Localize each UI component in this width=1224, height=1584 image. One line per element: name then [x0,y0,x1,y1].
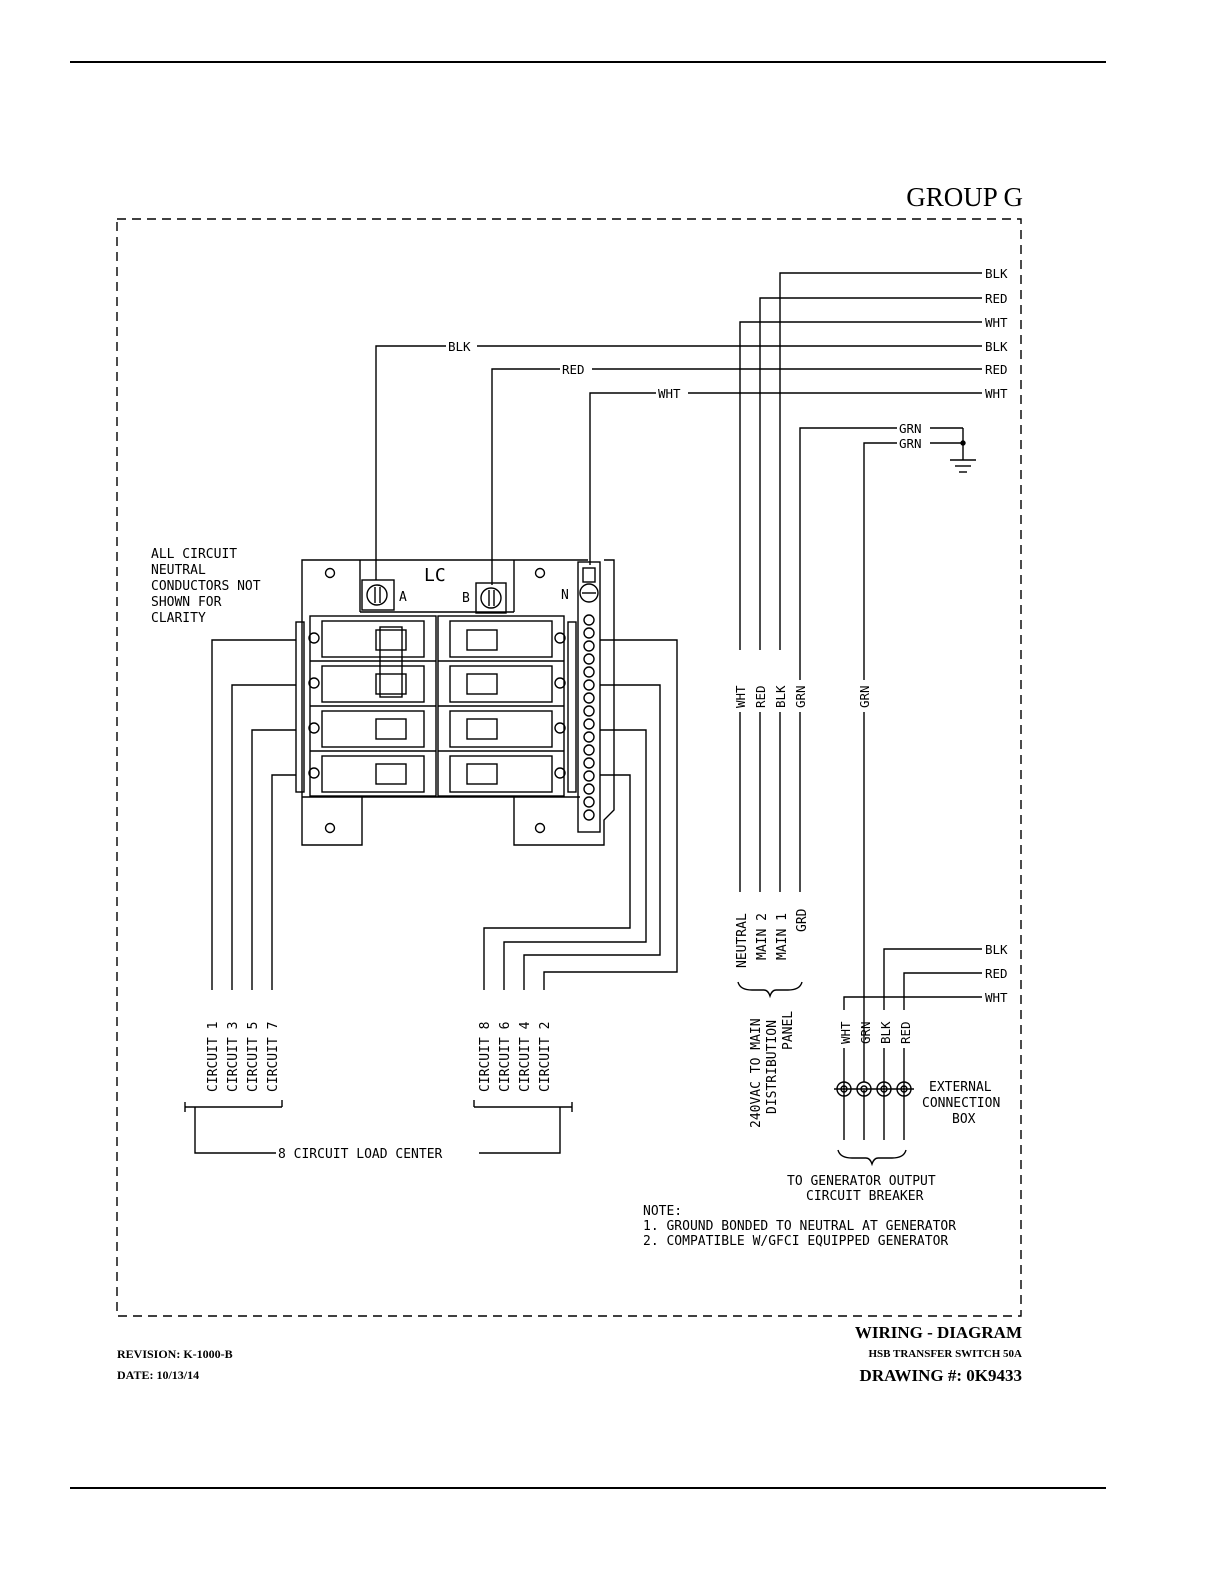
svg-text:BLK: BLK [773,685,788,708]
svg-text:NEUTRAL: NEUTRAL [151,563,206,578]
svg-text:DISTRIBUTION: DISTRIBUTION [765,1020,780,1114]
top-rule [70,61,1106,63]
svg-text:CONDUCTORS NOT: CONDUCTORS NOT [151,579,261,594]
box-label-blk: BLK [878,1021,893,1044]
svg-text:2. COMPATIBLE W/GFCI EQUIPPED: 2. COMPATIBLE W/GFCI EQUIPPED GENERATOR [643,1234,948,1249]
wire-label-red-2: RED [985,362,1008,377]
gen-wire-red: RED [985,966,1008,981]
svg-text:TO GENERATOR OUTPUT: TO GENERATOR OUTPUT [787,1174,936,1189]
wire-label-red-lc: RED [562,362,585,377]
wire-label-blk-lc: BLK [448,339,471,354]
svg-text:CIRCUIT 8: CIRCUIT 8 [478,1022,493,1092]
wire-label-grn-1: GRN [899,421,922,436]
svg-text:CIRCUIT BREAKER: CIRCUIT BREAKER [806,1189,924,1204]
svg-text:CONNECTION: CONNECTION [922,1096,1000,1111]
lug-b-label: B [462,591,470,606]
main-panel-caption: 240VAC TO MAIN DISTRIBUTION PANEL [749,1011,796,1128]
bottom-rule [70,1487,1106,1489]
svg-text:CIRCUIT 7: CIRCUIT 7 [266,1022,281,1092]
drawing-subtitle: HSB TRANSFER SWITCH 50A [868,1348,1022,1360]
svg-text:CIRCUIT 4: CIRCUIT 4 [518,1021,533,1092]
group-title: GROUP G [906,182,1023,212]
svg-text:BOX: BOX [952,1112,976,1127]
load-center-caption: 8 CIRCUIT LOAD CENTER [278,1147,443,1162]
box-label-wht: WHT [838,1021,853,1044]
svg-text:SHOWN FOR: SHOWN FOR [151,595,222,610]
svg-text:MAIN 2: MAIN 2 [755,913,770,960]
drawing-number: DRAWING #: 0K9433 [859,1366,1022,1385]
svg-text:GRN: GRN [857,685,872,708]
svg-text:ALL CIRCUIT: ALL CIRCUIT [151,547,237,562]
svg-text:CIRCUIT 1: CIRCUIT 1 [206,1022,221,1092]
main-panel-wires: NEUTRAL MAIN 2 MAIN 1 GRD [735,908,810,968]
revision: REVISION: K-1000-B [117,1347,233,1361]
svg-text:WHT: WHT [733,685,748,708]
wire-label-red-1: RED [985,291,1008,306]
wire-label-blk-1: BLK [985,266,1008,281]
svg-text:EXTERNAL: EXTERNAL [929,1080,992,1095]
svg-text:PANEL: PANEL [781,1011,796,1050]
svg-text:CIRCUIT 3: CIRCUIT 3 [226,1022,241,1092]
connection-terminals [836,1081,912,1097]
wire-label-grn-2: GRN [899,436,922,451]
neutral-label: N [561,588,569,603]
date: DATE: 10/13/14 [117,1368,200,1382]
svg-text:MAIN 1: MAIN 1 [775,913,790,960]
load-center [295,559,615,846]
lug-a-label: A [399,590,407,605]
svg-text:1. GROUND BONDED TO NEUTRAL AT: 1. GROUND BONDED TO NEUTRAL AT GENERATOR [643,1219,956,1234]
svg-text:240VAC TO MAIN: 240VAC TO MAIN [749,1018,764,1128]
svg-text:NOTE:: NOTE: [643,1204,682,1219]
notes: NOTE: 1. GROUND BONDED TO NEUTRAL AT GEN… [643,1204,956,1249]
circuit-labels: CIRCUIT 1 CIRCUIT 3 CIRCUIT 5 CIRCUIT 7 … [206,1021,553,1092]
diagram-border [116,218,1022,1317]
wire-label-wht-lc: WHT [658,386,681,401]
neutral-note: ALL CIRCUIT NEUTRAL CONDUCTORS NOT SHOWN… [151,547,261,626]
svg-text:RED: RED [753,685,768,708]
wire-label-wht-2: WHT [985,386,1008,401]
svg-text:CIRCUIT 2: CIRCUIT 2 [538,1022,553,1092]
box-label-red: RED [898,1021,913,1044]
svg-text:CLARITY: CLARITY [151,611,206,626]
svg-text:CIRCUIT 5: CIRCUIT 5 [246,1022,261,1092]
svg-text:GRN: GRN [793,685,808,708]
gen-wire-wht: WHT [985,990,1008,1005]
lc-label: LC [424,565,446,586]
svg-text:NEUTRAL: NEUTRAL [735,913,750,968]
main-panel-wire-labels: WHT RED BLK GRN GRN [733,685,872,708]
generator-caption: TO GENERATOR OUTPUT CIRCUIT BREAKER [787,1174,936,1204]
wire-label-blk-2: BLK [985,339,1008,354]
svg-text:CIRCUIT 6: CIRCUIT 6 [498,1022,513,1092]
box-label-grn: GRN [858,1021,873,1044]
wire-label-wht-1: WHT [985,315,1008,330]
svg-text:GRD: GRD [795,908,810,932]
drawing-title: WIRING - DIAGRAM [854,1323,1022,1342]
gen-wire-blk: BLK [985,942,1008,957]
external-box-label: EXTERNAL CONNECTION BOX [922,1080,1000,1127]
